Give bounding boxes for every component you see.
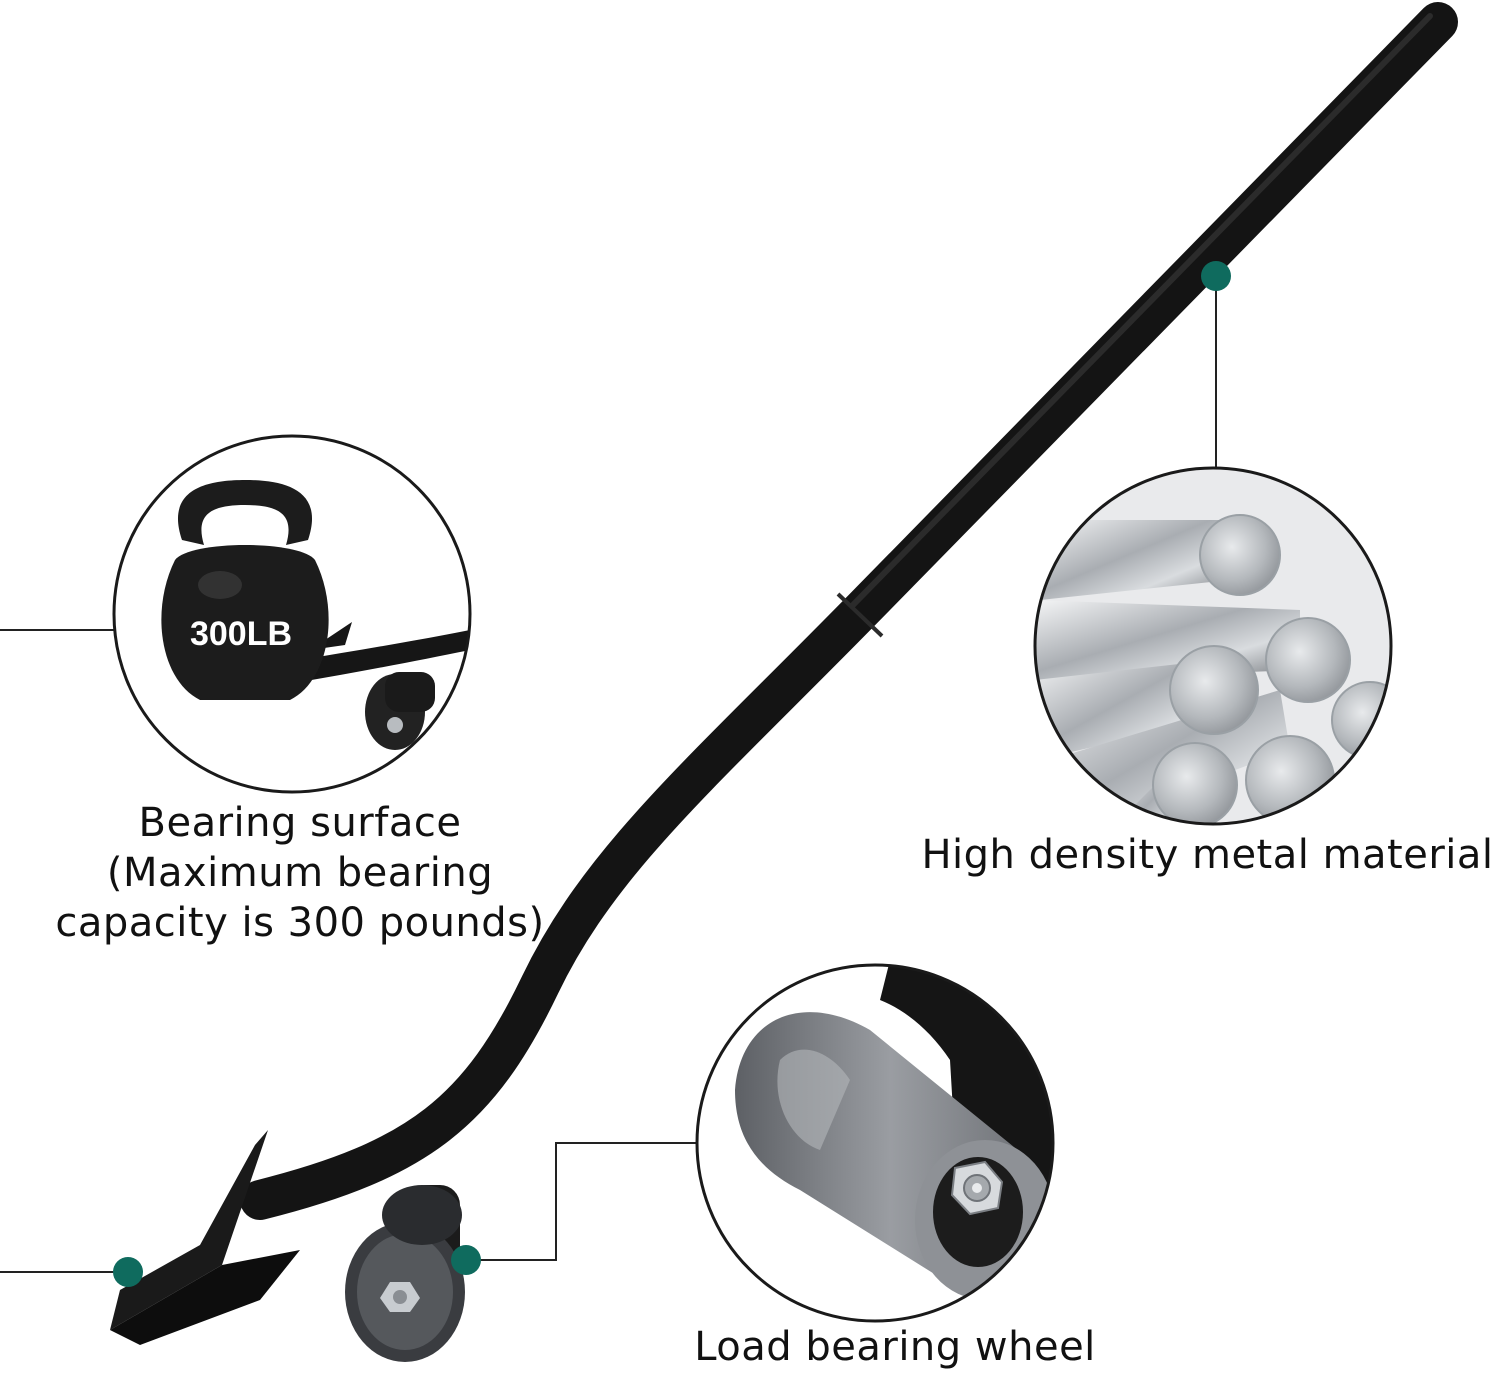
metal-callout-dot (1201, 261, 1231, 291)
bearing-surface-detail: 300LB (112, 434, 472, 794)
load-wheel-label: Load bearing wheel (694, 1324, 1096, 1370)
lever-handle-shaft (240, 2, 1458, 1220)
lever-wheel (345, 1185, 465, 1362)
load-wheel-detail (695, 963, 1055, 1323)
wheel-callout-line (466, 1142, 697, 1261)
bearing-surface-line3: capacity is 300 pounds) (55, 900, 545, 946)
bearing-surface-line2: (Maximum bearing (106, 850, 494, 896)
lever-joint (836, 592, 884, 638)
lever-highlight (849, 13, 1433, 609)
metal-material-detail (1033, 466, 1393, 826)
bearing-surface-label: Bearing surface (Maximum bearing capacit… (30, 798, 570, 948)
bearing-surface-line1: Bearing surface (138, 800, 462, 846)
metal-material-label: High density metal material (921, 832, 1494, 878)
lever-bar (110, 2, 1458, 1345)
kettlebell-label: 300LB (190, 615, 292, 653)
lever-foot-plate (110, 1130, 268, 1330)
callout-lines (0, 278, 1217, 1273)
foot-callout-dot (113, 1257, 143, 1287)
callout-dots (113, 261, 1231, 1287)
wheel-callout-dot (451, 1245, 481, 1275)
